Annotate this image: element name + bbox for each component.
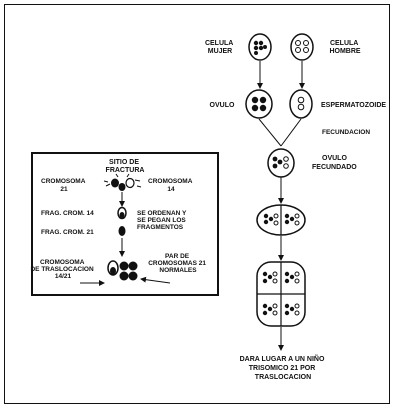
line-ovulo-to-fecundado bbox=[259, 119, 281, 146]
result-label: DARA LUGAR A UN NIÑO TRISOMICO 21 POR TR… bbox=[240, 354, 327, 381]
line-sperm-to-fecundado bbox=[281, 119, 301, 146]
ovulo-fecundado-label: OVULO FECUNDADO bbox=[312, 155, 357, 171]
sperm-chromosomes bbox=[298, 97, 304, 110]
espermatozoide-label: ESPERMATOZOIDE bbox=[321, 102, 386, 109]
fecundacion-label: FECUNDACION bbox=[322, 129, 370, 136]
se-ordenan-label: SE ORDENAN Y SE PEGAN LOS FRAGMENTOS bbox=[137, 210, 188, 231]
chromosome-rings-male bbox=[296, 41, 309, 53]
frag-21-label: FRAG. CROM. 21 bbox=[41, 229, 94, 236]
fertilized-chromosomes bbox=[273, 157, 289, 169]
frag-14-label: FRAG. CROM. 14 bbox=[41, 210, 94, 217]
celula-mujer-label: CELULA MUJER bbox=[205, 40, 235, 55]
ovulo-label: OVULO bbox=[210, 102, 235, 109]
celula-hombre-label: CELULA HOMBRE bbox=[329, 40, 360, 55]
cell-male bbox=[291, 34, 313, 60]
inset-title: SITIO DE FRACTURA bbox=[106, 159, 145, 174]
chromosome-dots-female bbox=[254, 41, 267, 55]
ovulo-cell bbox=[246, 90, 272, 118]
ovulo-chromosomes bbox=[252, 97, 266, 111]
